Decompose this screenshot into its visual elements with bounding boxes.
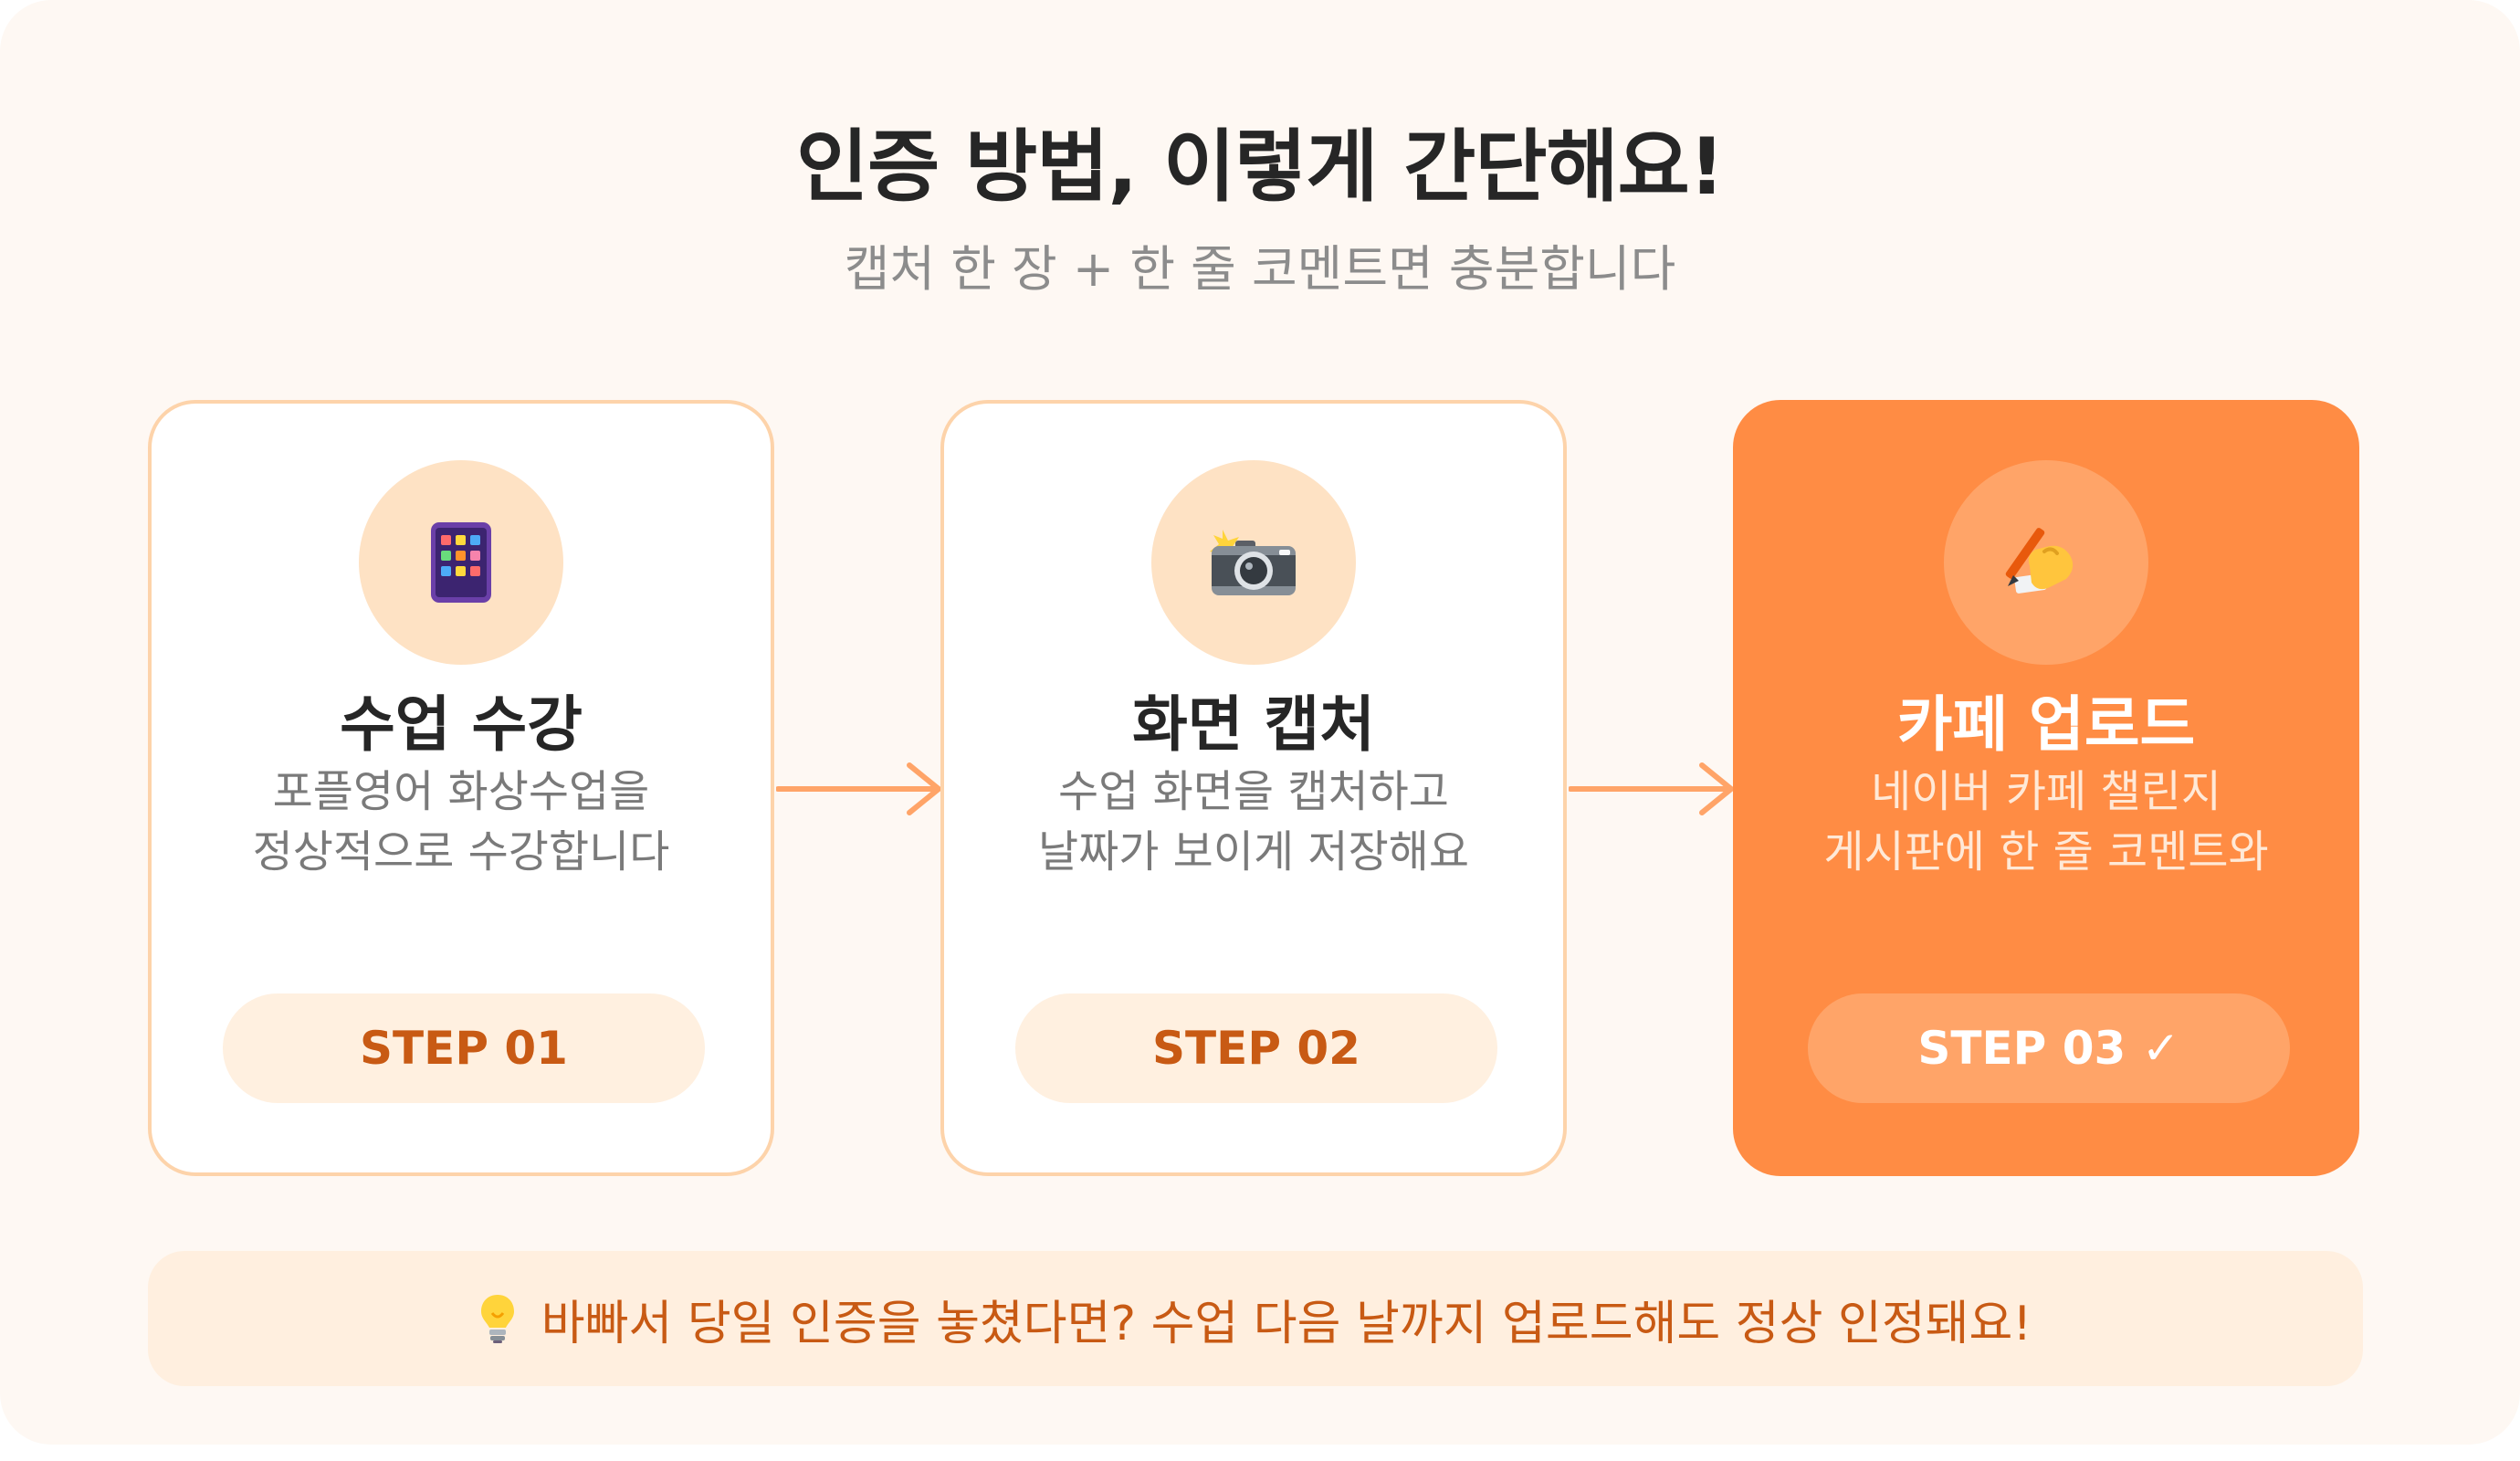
camera-flash-icon	[1210, 528, 1297, 597]
step-description-line: 게시판에 한 줄 코멘트와	[1823, 826, 2269, 878]
icon-circle	[359, 460, 563, 665]
step-description: 포플영어 화상수업을 정상적으로 수강합니다	[152, 762, 771, 882]
arrow-right-icon	[776, 762, 941, 815]
page-title: 인증 방법, 이렇게 간단해요!	[795, 121, 1725, 213]
tip-text: 바빠서 당일 인증을 놓쳤다면? 수업 다음 날까지 업로드해도 정상 인정돼요…	[541, 1296, 2032, 1351]
writing-hand-icon	[2002, 519, 2090, 606]
step-description-line: 수업 화면을 캡처하고	[1058, 766, 1449, 817]
step-title: 수업 수강	[340, 689, 583, 760]
page-subtitle: 캡처 한 장 + 한 줄 코멘트면 충분합니다	[844, 240, 1676, 298]
step-card-3: 카페 업로드 네이버 카페 챌린지 게시판에 한 줄 코멘트와 STEP 03 …	[1733, 400, 2359, 1176]
arrow-right-icon	[1569, 762, 1734, 815]
step-description-line: 날짜가 보이게 저장해요	[1037, 826, 1470, 878]
step-card-2: 화면 캡처 수업 화면을 캡처하고 날짜가 보이게 저장해요 STEP 02	[940, 400, 1567, 1176]
step-badge: STEP 03 ✓	[1808, 993, 2290, 1103]
step-title: 화면 캡처	[1132, 689, 1375, 760]
step-card-1: 수업 수강 포플영어 화상수업을 정상적으로 수강합니다 STEP 01	[148, 400, 774, 1176]
step-description: 수업 화면을 캡처하고 날짜가 보이게 저장해요	[944, 762, 1563, 882]
step-description: 네이버 카페 챌린지 게시판에 한 줄 코멘트와	[1737, 762, 2356, 882]
step-description-line: 정상적으로 수강합니다	[252, 826, 670, 878]
step-description-line: 네이버 카페 챌린지	[1871, 766, 2221, 817]
icon-circle	[1151, 460, 1356, 665]
step-badge: STEP 02	[1015, 993, 1497, 1103]
step-title: 카페 업로드	[1896, 689, 2196, 760]
tablet-icon	[429, 520, 493, 604]
step-badge: STEP 01	[223, 993, 705, 1103]
icon-circle	[1944, 460, 2148, 665]
tip-banner: 바빠서 당일 인증을 놓쳤다면? 수업 다음 날까지 업로드해도 정상 인정돼요…	[148, 1251, 2363, 1386]
lightbulb-icon	[479, 1293, 516, 1344]
step-description-line: 포플영어 화상수업을	[272, 766, 650, 817]
